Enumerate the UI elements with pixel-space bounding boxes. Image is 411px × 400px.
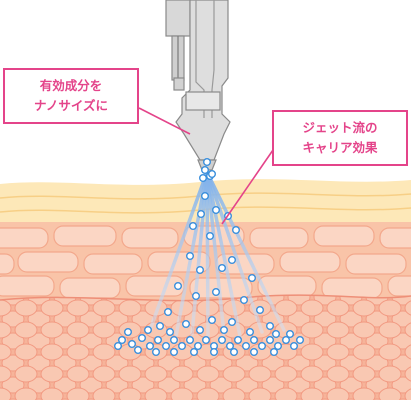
jet-stream-line (205, 170, 242, 338)
nano-particle-icon (249, 336, 258, 345)
callout-right-leader (221, 149, 274, 225)
callout-nano-size-line1: 有効成分を (39, 78, 103, 93)
nano-particle-icon (272, 330, 281, 339)
dermis-boundary (0, 294, 411, 302)
nano-particle-icon (177, 342, 186, 351)
nano-particle-icon (217, 336, 226, 345)
nano-particle-icon (181, 320, 190, 329)
nano-particle-icon (205, 231, 214, 240)
nano-particle-icon (169, 348, 178, 357)
nano-particle-icon (185, 251, 194, 260)
epidermis-cells (0, 225, 411, 299)
nano-particle-icon (231, 225, 240, 234)
nano-particle-icon (123, 328, 132, 337)
nano-particle-icon (201, 336, 210, 345)
nano-particle-icon (153, 336, 162, 345)
nano-particle-icon (117, 336, 126, 345)
nano-particle-icon (219, 326, 228, 335)
nano-particle-icon (211, 205, 220, 214)
jet-stream-line (205, 170, 226, 336)
nano-particle-icon (202, 157, 211, 166)
nano-particle-icon (270, 348, 279, 357)
nano-particle-icon (258, 342, 267, 351)
callout-left-leader (138, 107, 191, 135)
dermis-layer (0, 295, 411, 400)
nano-particle-icon (163, 308, 172, 317)
nano-particle-icon (249, 348, 258, 357)
nano-particle-icon (143, 326, 152, 335)
nano-particle-icon (195, 326, 204, 335)
nano-particle-icon (207, 169, 216, 178)
nano-particle-icon (189, 348, 198, 357)
callout-jet-carrier-line1: ジェット流の (302, 120, 378, 135)
nano-particle-icon (286, 330, 295, 339)
nano-particle-icon (200, 191, 209, 200)
callout-nano-size-line2: ナノサイズに (33, 98, 108, 113)
jet-stream-line (205, 170, 264, 334)
nano-particle-icon (196, 209, 205, 218)
nano-particle-icon (239, 296, 248, 305)
nano-particle-icon (211, 288, 220, 297)
nano-particle-icon (227, 318, 236, 327)
nano-particle-icon (227, 256, 236, 265)
nano-particle-icon (209, 348, 218, 357)
callout-nano-size: 有効成分を ナノサイズに (3, 68, 139, 124)
nano-particle-icon (198, 173, 207, 182)
nano-particle-icon (191, 292, 200, 301)
nano-particle-icon (266, 336, 275, 345)
nano-particle-icon (266, 322, 275, 331)
nano-particle-icon (256, 306, 265, 315)
nano-particle-icon (290, 342, 299, 351)
nano-particle-icon (229, 348, 238, 357)
nano-particle-icon (113, 342, 122, 351)
nano-particle-icon (282, 336, 291, 345)
nano-particle-icon (195, 266, 204, 275)
nano-particle-icon (296, 336, 305, 345)
nano-particle-icon (169, 336, 178, 345)
nano-particle-icon (165, 328, 174, 337)
nano-particle-icon (245, 328, 254, 337)
jet-stream-line (148, 170, 209, 332)
nano-particle-icon (207, 316, 216, 325)
nano-particle-icon (145, 342, 154, 351)
nano-particle-icon (193, 342, 202, 351)
nano-particle-icon (247, 274, 256, 283)
nano-particle-icon (217, 264, 226, 273)
nano-particle-icon (188, 221, 197, 230)
nano-particle-icon (133, 346, 142, 355)
nano-particle-icon (161, 342, 170, 351)
nano-particle-icon (173, 282, 182, 291)
callout-jet-carrier: ジェット流の キャリア効果 (272, 110, 408, 166)
nano-particle-icon (185, 336, 194, 345)
nano-particle-icon (127, 340, 136, 349)
nano-particle-icon (137, 334, 146, 343)
nano-particles (113, 157, 305, 357)
nano-particle-icon (274, 342, 283, 351)
nano-particle-icon (233, 336, 242, 345)
jet-stream-line (205, 170, 286, 332)
nano-particle-icon (225, 342, 234, 351)
callout-jet-carrier-line2: キャリア効果 (302, 140, 378, 155)
nano-particle-icon (241, 342, 250, 351)
nano-particle-icon (200, 165, 209, 174)
nano-particle-icon (155, 322, 164, 331)
nano-particle-icon (151, 348, 160, 357)
jet-nozzle-icon (165, 0, 231, 171)
